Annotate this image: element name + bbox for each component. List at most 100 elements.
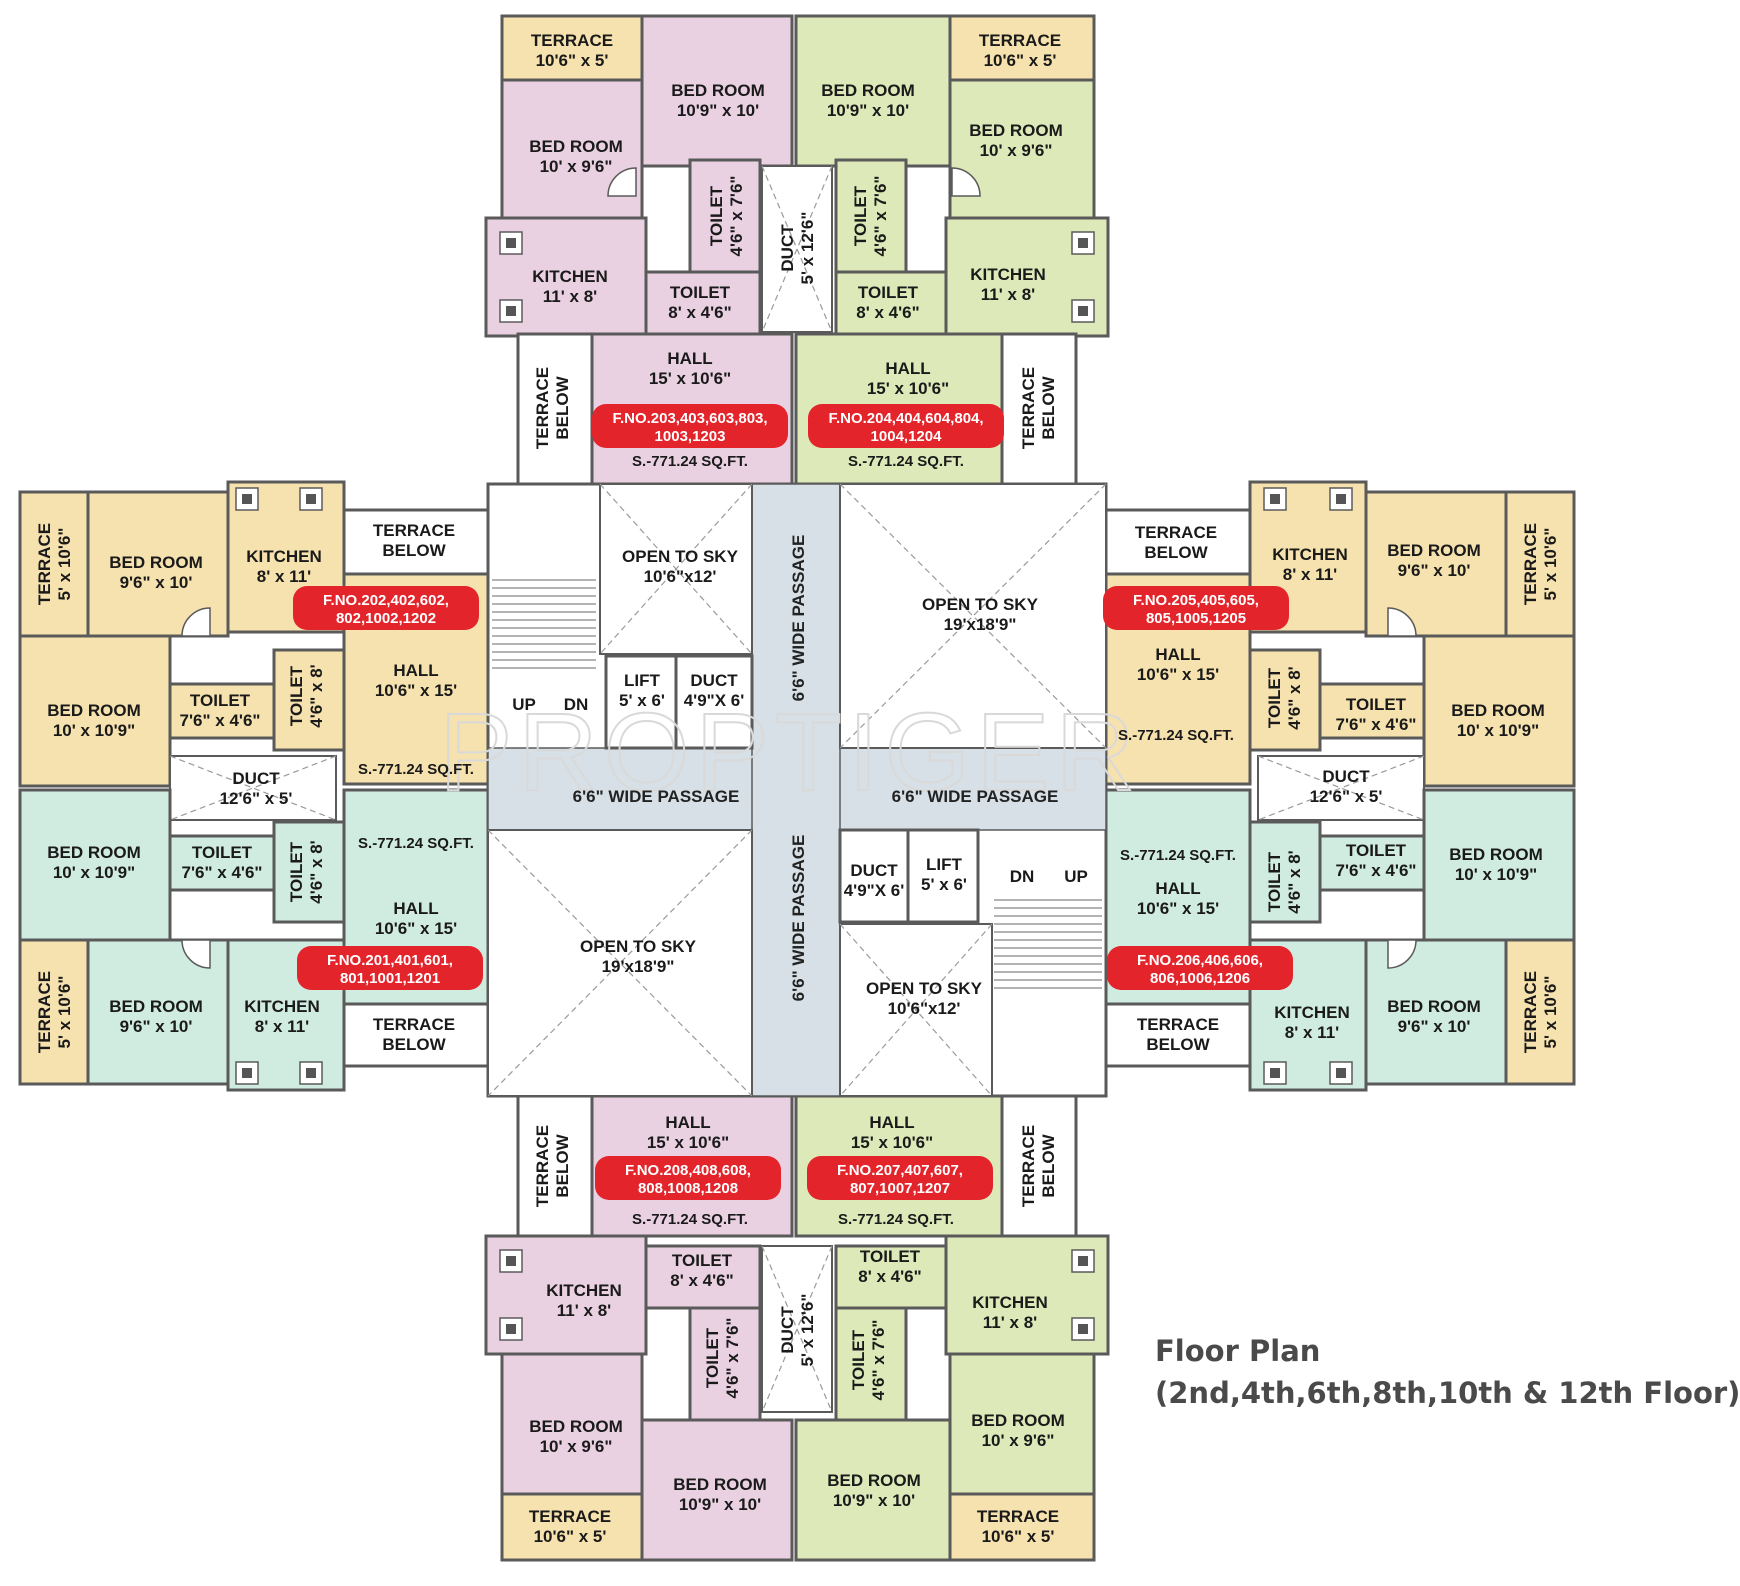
terrace-right-top-label: TERRACE5' x 10'6" [1521,523,1560,605]
bot-duct-shaft [761,1245,833,1413]
bot-green-toilet-v [834,1306,908,1422]
stair-top-up: UP [512,695,536,714]
left-teal-stove-2 [299,1061,323,1085]
bot-green-bedroom-small [948,1352,1096,1496]
left-teal-toilet-v [272,820,346,924]
bot-green-stove-1 [1071,1249,1095,1273]
svg-text:F.NO.201,401,601,801,1001,1201: F.NO.201,401,601,801,1001,1201 [327,952,453,987]
left-beige-toilet-v [272,648,346,752]
top-green-bedroom-big [794,14,952,168]
duct-core-bottom [838,828,910,924]
top-pink-door-1 [607,167,637,197]
stair-top-dn: DN [564,695,589,714]
svg-text:F.NO.205,405,605,805,1005,1205: F.NO.205,405,605,805,1005,1205 [1133,592,1259,627]
top-pink-terrace [500,14,644,82]
caption-title: Floor Plan [1155,1334,1321,1368]
left-beige-terrace [18,490,90,638]
area-flat-201: S.-771.24 SQ.FT. [358,835,474,852]
svg-text:F.NO.203,403,603,803,1003,1203: F.NO.203,403,603,803,1003,1203 [612,410,767,445]
area-flat-206: S.-771.24 SQ.FT. [1120,847,1236,864]
right-teal-terrace [1504,938,1576,1086]
bot-green-bedroom-big [794,1418,952,1562]
toilet-bot-r-v-label: TOILET4'6" x 7'6" [849,1320,888,1401]
bot-green-stove-2 [1071,1317,1095,1341]
passage-v-top-label: 6'6" WIDE PASSAGE [789,535,808,702]
svg-text:F.NO.206,406,606,806,1006,1206: F.NO.206,406,606,806,1006,1206 [1137,952,1263,987]
bot-green-terrace-below [1000,1094,1078,1238]
toilet-left-v-bot-label: TOILET4'6" x 8' [287,840,326,903]
stair-bottom-up: UP [1064,867,1088,886]
flat-badge-203: F.NO.203,403,603,803,1003,1203 [592,404,788,448]
top-duct-shaft [761,165,833,333]
passage-h-right-label: 6'6" WIDE PASSAGE [892,787,1059,806]
area-flat-204: S.-771.24 SQ.FT. [848,453,964,470]
top-green-stove-1 [1071,231,1095,255]
area-flat-208: S.-771.24 SQ.FT. [632,1211,748,1228]
floor-plan-caption: Floor Plan (2nd,4th,6th,8th,10th & 12th … [1155,1330,1740,1414]
svg-text:F.NO.204,404,604,804,1004,1204: F.NO.204,404,604,804,1004,1204 [828,410,983,445]
caption-subtitle: (2nd,4th,6th,8th,10th & 12th Floor) [1155,1376,1740,1410]
lift-top [604,654,678,750]
toilet-right-v-top-label: TOILET4'6" x 8' [1265,666,1304,729]
flat-badge-208: F.NO.208,408,608,808,1008,1208 [595,1156,781,1200]
duct-top-mid-label: DUCT5' x 12'6" [778,212,817,285]
flat-badge-205: F.NO.205,405,605,805,1005,1205 [1103,586,1289,630]
area-flat-202: S.-771.24 SQ.FT. [358,761,474,778]
terrace-below-top-l-label: TERRACEBELOW [533,367,572,449]
left-beige-bedroom-mid [18,634,172,788]
bot-pink-stove-2 [499,1317,523,1341]
right-beige-terrace-below [1104,508,1252,576]
svg-text:F.NO.202,402,602,802,1002,1202: F.NO.202,402,602,802,1002,1202 [323,592,449,627]
passage-h-left-label: 6'6" WIDE PASSAGE [573,787,740,806]
left-beige-stove-1 [235,487,259,511]
staircase-bottom [994,899,1102,989]
left-teal-stove-1 [235,1061,259,1085]
rooms-layer [18,14,1576,1562]
open-sky-top-right [839,483,1107,749]
terrace-below-bot-r-label: TERRACEBELOW [1019,1125,1058,1207]
top-green-toilet-h [834,270,948,336]
lift-bottom [906,828,980,924]
duct-bot-mid-label: DUCT5' x 12'6" [778,1294,817,1367]
top-pink-terrace-below [516,332,594,486]
top-pink-toilet-v [688,158,762,274]
top-green-toilet-v [834,158,908,274]
staircase-top [492,579,596,669]
terrace-left-top-label: TERRACE5' x 10'6" [35,523,74,605]
top-pink-stove-2 [499,299,523,323]
bot-pink-bedroom-big [640,1418,794,1562]
